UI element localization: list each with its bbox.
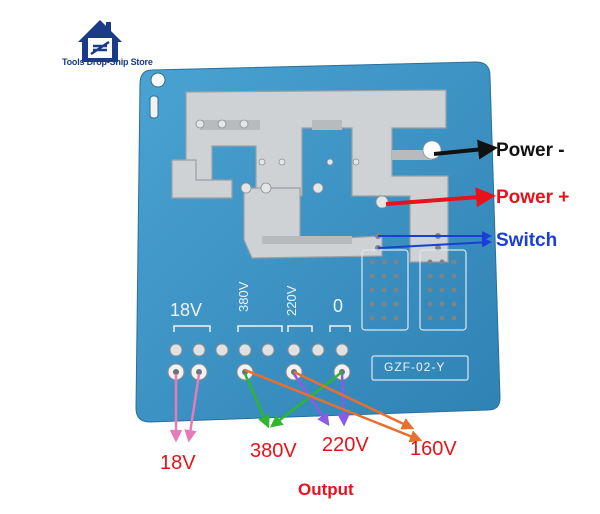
label-power-plus: Power + — [496, 187, 570, 208]
arrow-160v-a — [244, 368, 423, 443]
board-slot — [149, 95, 159, 119]
header-pin — [167, 343, 185, 381]
silk-220v: 220V — [284, 285, 299, 316]
arrow-18v-b — [184, 373, 201, 443]
label-out-160v: 160V — [410, 438, 457, 460]
power-plus-arrow — [385, 187, 496, 208]
arrow-380v-b — [270, 371, 343, 428]
power-minus-arrow — [433, 139, 498, 160]
label-switch: Switch — [496, 230, 558, 251]
header-pin — [311, 343, 325, 357]
label-out-220v: 220V — [322, 434, 369, 456]
trace-shading — [200, 120, 432, 244]
silk-18v: 18V — [170, 300, 203, 320]
silk-model: GZF-02-Y — [384, 360, 446, 374]
label-out-380v: 380V — [250, 440, 297, 462]
header-pin — [261, 343, 275, 357]
switch-arrow-2 — [377, 237, 492, 249]
header-pin — [215, 343, 229, 357]
arrow-160v-b — [293, 370, 415, 430]
label-power-minus: Power - — [496, 140, 565, 161]
silk-380v: 380V — [236, 281, 251, 312]
arrow-220v-a — [292, 373, 330, 427]
silk-outline — [361, 249, 469, 381]
arrow-380v-a — [243, 373, 270, 429]
silk-brackets — [173, 325, 351, 332]
arrow-220v-b — [337, 373, 350, 427]
header-pin — [190, 343, 208, 381]
store-name: Tools Drop-Ship Store — [62, 57, 153, 67]
mounting-hole — [150, 72, 166, 88]
label-output: Output — [298, 480, 354, 499]
store-logo — [78, 20, 122, 62]
pin-matrix — [369, 233, 457, 321]
label-out-18v: 18V — [160, 452, 196, 474]
silk-0: 0 — [333, 296, 344, 316]
